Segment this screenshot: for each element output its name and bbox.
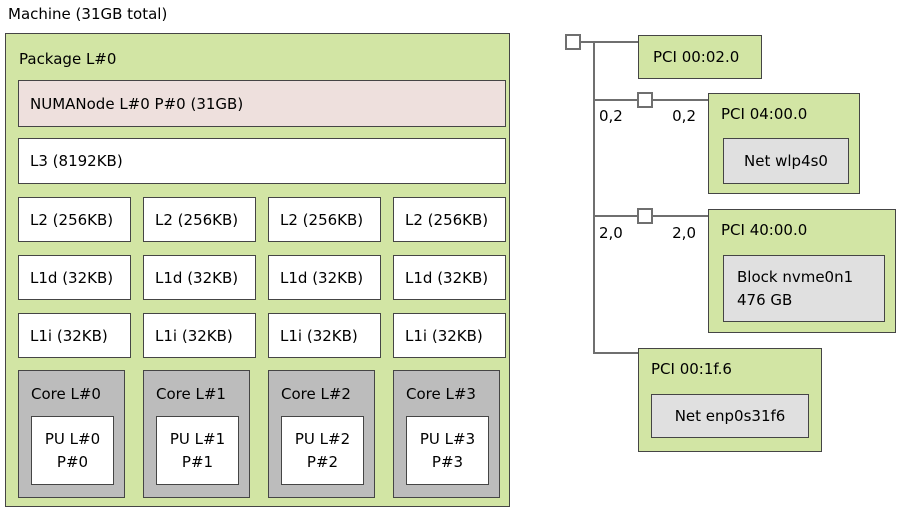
l2-cache-box: L2 (256KB) — [268, 197, 381, 242]
block-device-size: 476 GB — [737, 291, 793, 309]
pu-label: PU L#2 — [294, 429, 351, 448]
bridge-square-pci-04-00 — [637, 92, 653, 108]
pci-label: PCI 00:02.0 — [653, 48, 740, 66]
package-label: Package L#0 — [19, 50, 117, 68]
pci-box-04-00-0: PCI 04:00.0 Net wlp4s0 — [708, 93, 860, 194]
pu-label: PU L#3 — [419, 429, 476, 448]
bridge-square-pci-40-00 — [637, 208, 653, 224]
l2-cache-label: L2 (256KB) — [405, 210, 489, 229]
core-box: Core L#2 PU L#2 P#2 — [268, 370, 375, 498]
branch-line-pci-00-1f — [593, 352, 638, 354]
core-label: Core L#3 — [406, 385, 476, 403]
l2-cache-box: L2 (256KB) — [18, 197, 131, 242]
pu-label: PU L#0 — [44, 429, 101, 448]
l1d-cache-box: L1d (32KB) — [393, 255, 506, 300]
pu-pnum: P#2 — [306, 452, 339, 471]
l2-cache-box: L2 (256KB) — [143, 197, 256, 242]
net-device-label: Net wlp4s0 — [744, 152, 828, 170]
link-speed-label: 2,0 — [672, 224, 696, 242]
pu-box: PU L#0 P#0 — [31, 416, 114, 485]
l1d-cache-label: L1d (32KB) — [405, 268, 489, 287]
core-box: Core L#3 PU L#3 P#3 — [393, 370, 500, 498]
pci-label: PCI 04:00.0 — [721, 105, 808, 123]
l2-cache-box: L2 (256KB) — [393, 197, 506, 242]
core-box: Core L#1 PU L#1 P#1 — [143, 370, 250, 498]
block-device-label: Block nvme0n1 — [737, 268, 854, 286]
l1d-cache-label: L1d (32KB) — [280, 268, 364, 287]
l1i-cache-box: L1i (32KB) — [393, 313, 506, 358]
link-speed-label: 0,2 — [599, 107, 623, 125]
block-device-box: Block nvme0n1 476 GB — [723, 255, 885, 322]
l1d-cache-box: L1d (32KB) — [268, 255, 381, 300]
l2-cache-label: L2 (256KB) — [155, 210, 239, 229]
pci-label: PCI 40:00.0 — [721, 221, 808, 239]
l1d-cache-box: L1d (32KB) — [143, 255, 256, 300]
core-box: Core L#0 PU L#0 P#0 — [18, 370, 125, 498]
pu-pnum: P#3 — [431, 452, 464, 471]
core-label: Core L#0 — [31, 385, 101, 403]
pu-box: PU L#2 P#2 — [281, 416, 364, 485]
core-label: Core L#2 — [281, 385, 351, 403]
l1d-cache-label: L1d (32KB) — [155, 268, 239, 287]
numanode-box: NUMANode L#0 P#0 (31GB) — [18, 80, 506, 127]
l1d-cache-label: L1d (32KB) — [30, 268, 114, 287]
pu-pnum: P#0 — [56, 452, 89, 471]
core-label: Core L#1 — [156, 385, 226, 403]
net-device-label: Net enp0s31f6 — [674, 407, 786, 425]
pu-pnum: P#1 — [181, 452, 214, 471]
net-device-box: Net enp0s31f6 — [651, 394, 809, 438]
pci-box-00-1f-6: PCI 00:1f.6 Net enp0s31f6 — [638, 348, 822, 452]
pu-label: PU L#1 — [169, 429, 226, 448]
tree-trunk-line — [593, 41, 595, 354]
l1i-cache-box: L1i (32KB) — [18, 313, 131, 358]
net-device-box: Net wlp4s0 — [723, 138, 849, 184]
l1i-cache-box: L1i (32KB) — [268, 313, 381, 358]
hostbridge-connector-line — [581, 41, 638, 43]
l1i-cache-label: L1i (32KB) — [405, 326, 483, 345]
pci-box-40-00-0: PCI 40:00.0 Block nvme0n1 476 GB — [708, 209, 896, 333]
l1i-cache-label: L1i (32KB) — [30, 326, 108, 345]
link-speed-label: 2,0 — [599, 224, 623, 242]
pci-box-00-02-0: PCI 00:02.0 — [638, 35, 762, 79]
l1d-cache-box: L1d (32KB) — [18, 255, 131, 300]
l2-cache-label: L2 (256KB) — [280, 210, 364, 229]
pu-box: PU L#1 P#1 — [156, 416, 239, 485]
machine-title: Machine (31GB total) — [8, 5, 168, 23]
pci-label: PCI 00:1f.6 — [651, 360, 732, 378]
l3-cache-box: L3 (8192KB) — [18, 138, 506, 184]
l1i-cache-label: L1i (32KB) — [155, 326, 233, 345]
l1i-cache-box: L1i (32KB) — [143, 313, 256, 358]
pu-box: PU L#3 P#3 — [406, 416, 489, 485]
l1i-cache-label: L1i (32KB) — [280, 326, 358, 345]
hostbridge-square — [565, 34, 581, 50]
l3-cache-label: L3 (8192KB) — [30, 152, 123, 170]
link-speed-label: 0,2 — [672, 107, 696, 125]
package-box: Package L#0 NUMANode L#0 P#0 (31GB) L3 (… — [5, 33, 510, 507]
l2-cache-label: L2 (256KB) — [30, 210, 114, 229]
numanode-label: NUMANode L#0 P#0 (31GB) — [30, 94, 244, 113]
